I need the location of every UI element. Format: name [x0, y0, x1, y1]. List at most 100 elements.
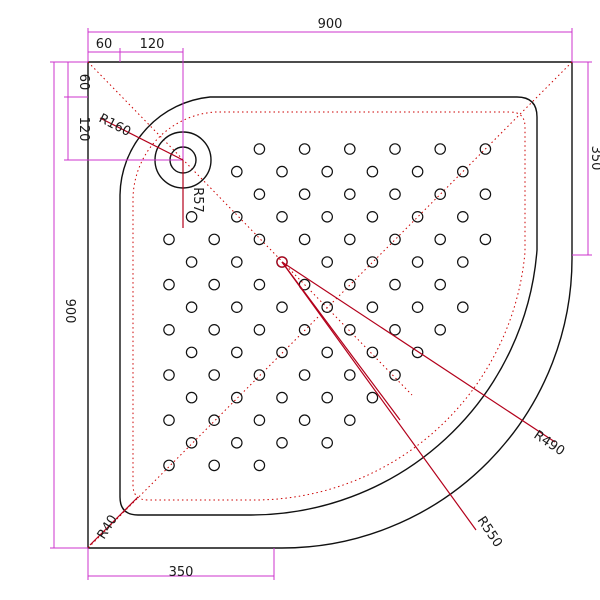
anti-slip-dot — [185, 436, 198, 449]
anti-slip-dot — [253, 459, 266, 472]
anti-slip-dot — [253, 278, 266, 291]
anti-slip-dot — [411, 301, 424, 313]
anti-slip-dot — [366, 256, 379, 268]
anti-slip-dot — [389, 369, 401, 381]
anti-slip-dot — [456, 301, 469, 313]
anti-slip-dot — [366, 391, 379, 404]
anti-slip-dot — [321, 256, 333, 268]
anti-slip-dot — [208, 369, 220, 381]
anti-slip-dot — [434, 143, 446, 155]
anti-slip-dot — [321, 301, 333, 313]
anti-slip-dot — [231, 391, 243, 404]
anti-slip-dot — [253, 414, 266, 426]
dim-60v-label: 60 — [76, 74, 91, 91]
anti-slip-dot — [208, 323, 220, 336]
anti-slip-dot — [163, 323, 175, 336]
dim-120-label: 120 — [140, 37, 165, 52]
anti-slip-dot — [343, 143, 356, 155]
anti-slip-dot — [298, 188, 311, 200]
anti-slip-dot — [434, 233, 446, 246]
anti-slip-dot — [208, 233, 220, 246]
anti-slip-dot — [389, 278, 401, 291]
anti-slip-dot-grid — [163, 143, 492, 472]
r57-label: R57 — [190, 187, 205, 213]
anti-slip-dot — [163, 369, 175, 381]
anti-slip-dot — [343, 369, 356, 381]
anti-slip-dot — [479, 143, 492, 155]
anti-slip-dot — [231, 256, 243, 268]
dim-left-label: 900 — [62, 299, 77, 324]
anti-slip-dot — [366, 211, 379, 223]
r490-leader — [281, 261, 556, 443]
anti-slip-dot — [298, 414, 311, 426]
dim-right-label: 350 — [588, 146, 600, 171]
r550-leader-2 — [281, 261, 401, 421]
anti-slip-dot — [208, 414, 220, 426]
anti-slip-dot — [411, 256, 424, 268]
anti-slip-dot — [343, 188, 356, 200]
dim-top-label: 900 — [318, 17, 343, 32]
anti-slip-dot — [434, 278, 446, 291]
dim-bottom-label: 350 — [169, 565, 194, 580]
anti-slip-dot — [276, 211, 288, 223]
anti-slip-dot — [389, 233, 401, 246]
anti-slip-dot — [343, 323, 356, 336]
anti-slip-dot — [456, 256, 469, 268]
r40-leader — [89, 496, 139, 546]
anti-slip-dot — [185, 391, 198, 404]
anti-slip-dot — [208, 278, 220, 291]
anti-slip-dot — [456, 211, 469, 223]
anti-slip-dot — [208, 459, 220, 472]
anti-slip-dot — [434, 188, 446, 200]
dim-120v-label: 120 — [76, 117, 91, 142]
anti-slip-dot — [185, 346, 198, 359]
anti-slip-dot — [411, 211, 424, 223]
anti-slip-dot — [321, 346, 333, 359]
anti-slip-dot — [366, 346, 379, 359]
anti-slip-dot — [389, 188, 401, 200]
anti-slip-dot — [298, 143, 311, 155]
anti-slip-dot — [231, 436, 243, 449]
basin-dotted-contour — [132, 111, 526, 501]
anti-slip-dot — [231, 301, 243, 313]
anti-slip-dot — [298, 233, 311, 246]
anti-slip-dot — [411, 165, 424, 178]
diagonal-dotted-1 — [87, 61, 413, 396]
anti-slip-dot — [411, 346, 424, 359]
anti-slip-dot — [321, 436, 333, 449]
anti-slip-dot — [434, 323, 446, 336]
anti-slip-dot — [231, 211, 243, 223]
anti-slip-dot — [231, 346, 243, 359]
anti-slip-dot — [456, 165, 469, 178]
anti-slip-dot — [185, 211, 198, 223]
anti-slip-dot — [298, 369, 311, 381]
anti-slip-dot — [276, 165, 288, 178]
tray-inner-outline — [119, 96, 538, 516]
anti-slip-dot — [479, 188, 492, 200]
tray-outer-outline — [87, 61, 573, 549]
anti-slip-dot — [366, 301, 379, 313]
anti-slip-dot — [276, 391, 288, 404]
anti-slip-dot — [479, 233, 492, 246]
dim-60-label: 60 — [96, 37, 113, 52]
r550-label: R550 — [474, 514, 505, 550]
anti-slip-dot — [298, 323, 311, 336]
r550-leader — [281, 261, 477, 531]
anti-slip-dot — [366, 165, 379, 178]
anti-slip-dot — [276, 301, 288, 313]
r490-label: R490 — [531, 428, 567, 459]
anti-slip-dot — [276, 436, 288, 449]
diagonal-dotted-2 — [87, 61, 573, 549]
anti-slip-dot — [321, 211, 333, 223]
anti-slip-dot — [163, 233, 175, 246]
r160-leader — [99, 117, 184, 161]
anti-slip-dot — [389, 323, 401, 336]
anti-slip-dot — [343, 278, 356, 291]
anti-slip-dot — [321, 165, 333, 178]
anti-slip-dot — [253, 369, 266, 381]
anti-slip-dot — [185, 256, 198, 268]
anti-slip-dot — [276, 346, 288, 359]
anti-slip-dot — [231, 165, 243, 178]
r40-label: R40 — [95, 512, 121, 542]
